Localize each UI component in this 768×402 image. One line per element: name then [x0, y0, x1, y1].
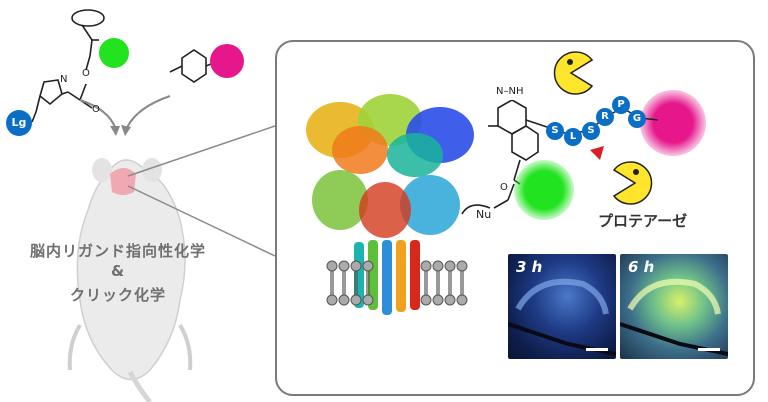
cell-membrane-icon — [420, 260, 468, 306]
ester-o-label: O — [500, 182, 508, 193]
peptide-residue: S — [546, 122, 564, 140]
fluorophore-glow — [514, 160, 574, 220]
image-label: 3 h — [516, 258, 543, 276]
mouse-caption-line2: & — [110, 262, 126, 280]
peptide-residue: L — [564, 128, 582, 146]
pacman-icon — [612, 161, 653, 205]
payload-magenta-dot — [210, 44, 244, 78]
cell-membrane-icon — [326, 260, 374, 306]
reagent-scheme — [31, 9, 217, 136]
ligand-label: Lg — [11, 116, 27, 129]
brain-slice-outline — [620, 278, 728, 356]
o-label: O — [82, 68, 90, 79]
scale-bar — [698, 348, 720, 351]
o2-label: O — [92, 104, 100, 115]
peptide-residue: G — [628, 110, 646, 128]
mouse-caption-line3: クリック化学 — [69, 286, 166, 304]
conjugate-structure — [461, 100, 551, 215]
protein-receptor-icon — [306, 94, 474, 315]
fluorophore-green-dot — [99, 38, 129, 68]
microscopy-image-3h: 3 h — [508, 254, 616, 359]
peptide-residue: S — [582, 122, 600, 140]
hydrazine-label: N–NH — [496, 86, 524, 97]
n-label: N — [60, 74, 68, 85]
microscopy-image-6h: 6 h — [620, 254, 728, 359]
peptide-residue: P — [612, 96, 630, 114]
ligand-circle: Lg — [6, 110, 32, 136]
nu-label: Nu — [476, 208, 492, 221]
pacman-icon — [553, 51, 594, 95]
scale-bar — [586, 348, 608, 351]
cleavage-arrow-icon — [590, 146, 604, 160]
protease-label: プロテアーゼ — [598, 212, 688, 230]
mouse-caption-line1: 脳内リガンド指向性化学 — [29, 242, 206, 260]
brain-slice-outline — [508, 278, 616, 356]
peptide-residue: R — [596, 108, 614, 126]
payload-glow — [640, 90, 706, 156]
image-label: 6 h — [628, 258, 655, 276]
